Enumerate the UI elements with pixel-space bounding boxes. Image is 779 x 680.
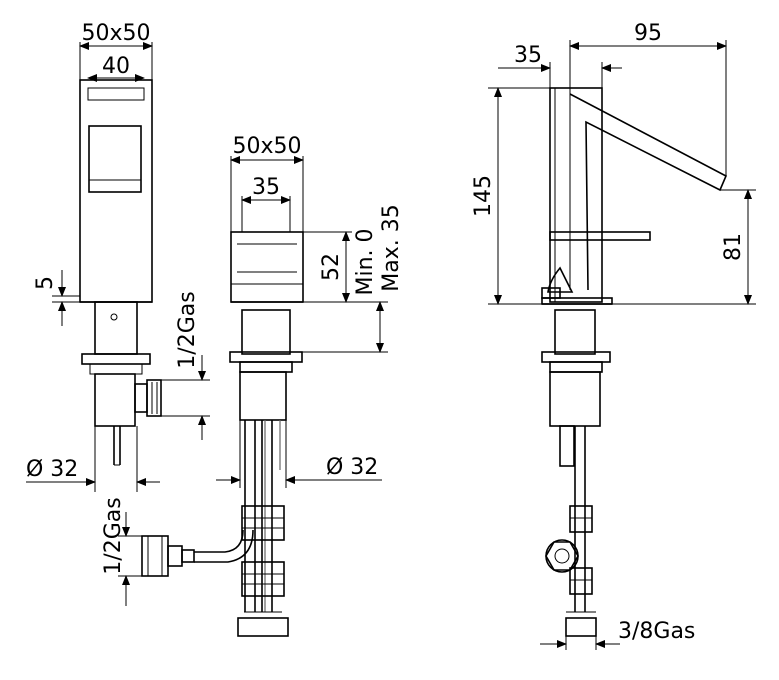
dim-front-body-outer: 50x50 [81, 21, 150, 46]
dim-side-outlet-thread: 3/8Gas [618, 619, 695, 644]
dim-front-inlet-thread: 1/2Gas [175, 291, 200, 368]
dim-mid-shank: Ø 32 [326, 455, 378, 480]
dim-side-spout-height: 81 [721, 233, 746, 261]
dim-mid-body-outer: 50x50 [232, 134, 301, 159]
dim-front-lower-thread: 1/2Gas [101, 497, 126, 574]
dim-mid-min: Min. 0 [353, 228, 378, 295]
dim-side-height: 145 [471, 175, 496, 217]
dim-mid-height: 52 [319, 253, 344, 281]
dim-side-reach: 95 [634, 21, 662, 46]
front-view: 50x50 40 5 1/2Gas Ø 32 1/ [26, 21, 254, 606]
middle-view: 50x50 35 52 Min. 0 Max. 35 Ø 32 [216, 134, 404, 637]
dim-mid-body-inner: 35 [252, 175, 280, 200]
dim-front-shank: Ø 32 [26, 457, 78, 482]
dim-mid-max: Max. 35 [379, 204, 404, 291]
dim-side-base: 35 [514, 43, 542, 68]
dim-front-body-inner: 40 [102, 54, 130, 79]
dim-front-gap: 5 [33, 276, 58, 290]
side-view: 35 95 145 81 3/8Gas [471, 21, 756, 650]
